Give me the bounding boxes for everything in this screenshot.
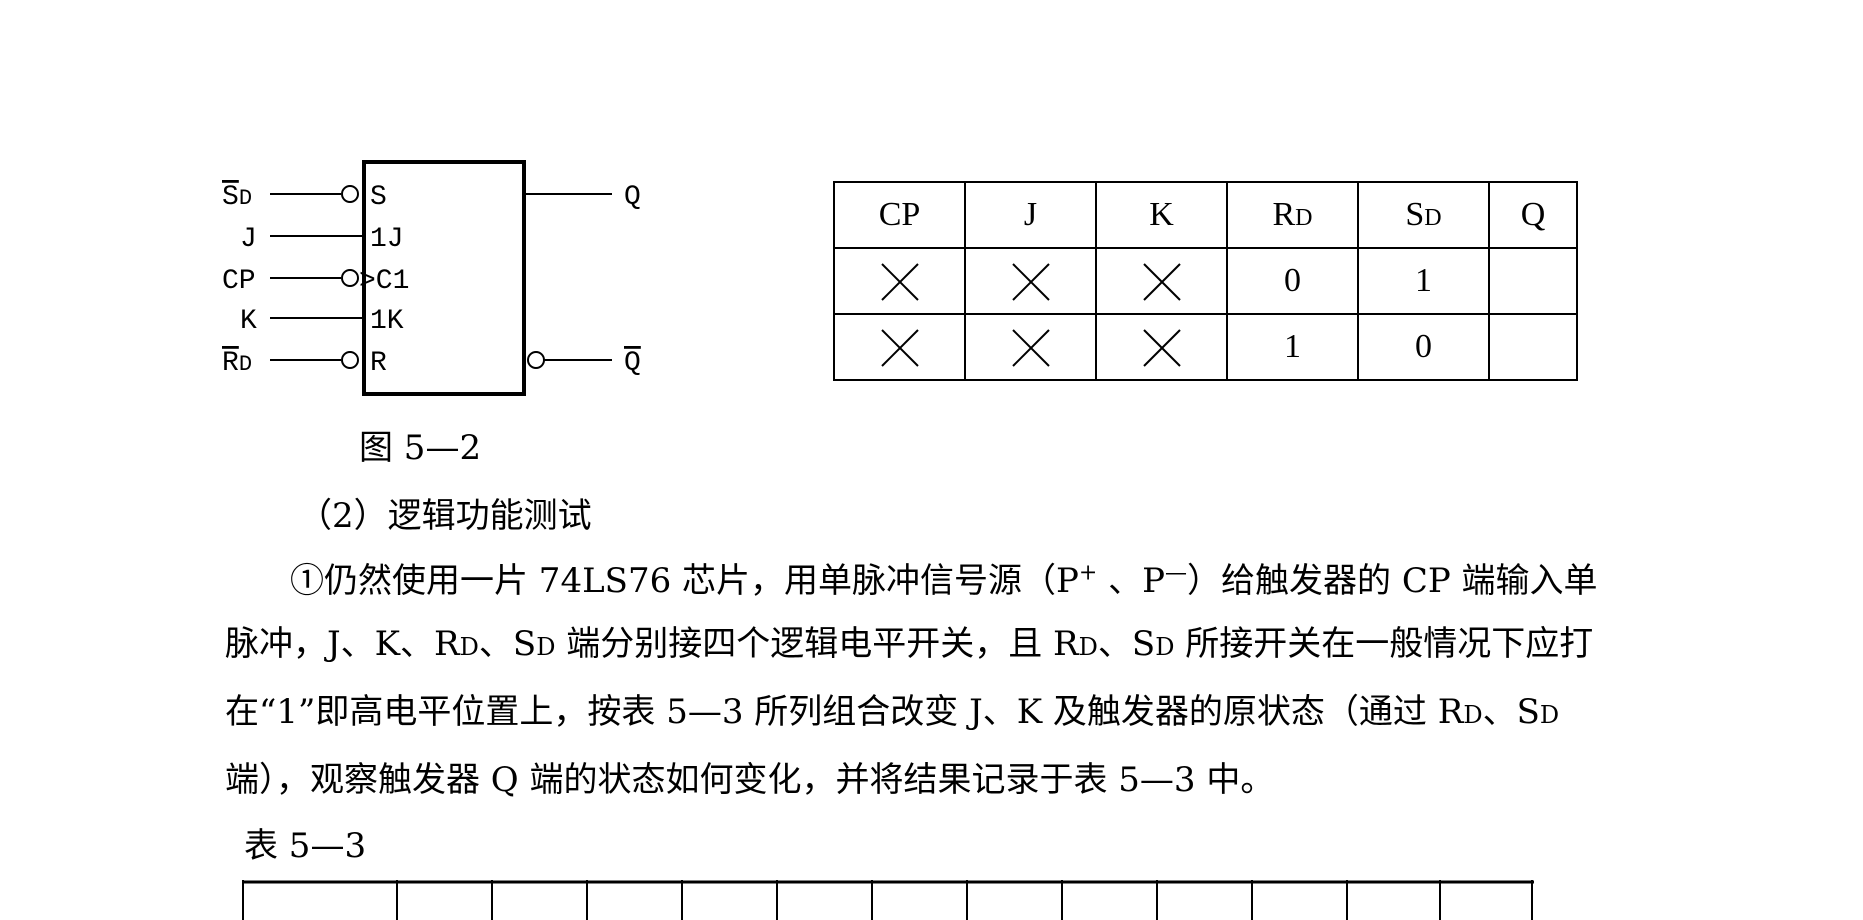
header-j: J xyxy=(964,181,1097,249)
r-pin-label: R xyxy=(370,348,387,379)
cell-k-dont-care xyxy=(1095,247,1228,315)
rd-inversion-bubble xyxy=(341,351,359,369)
cell-rd: 0 xyxy=(1226,247,1359,315)
paragraph-line-3: 在“1”即高电平位置上，按表 5—3 所列组合改变 J、K 及触发器的原状态（通… xyxy=(225,692,1560,732)
flip-flop-block xyxy=(362,160,526,396)
table-5-3-title: 表 5—3 xyxy=(244,826,367,866)
sd-input-label: SD xyxy=(222,182,252,213)
cp-inversion-bubble xyxy=(341,269,359,287)
x-mark-icon xyxy=(1011,262,1050,301)
x-mark-icon xyxy=(1142,262,1181,301)
x-mark-icon xyxy=(1011,328,1050,367)
s-pin-label: S xyxy=(370,182,387,213)
qbar-inversion-bubble xyxy=(527,351,545,369)
x-mark-icon xyxy=(1142,328,1181,367)
paragraph-line-2: 脉冲，J、K、RD、SD 端分别接四个逻辑电平开关，且 RD、SD 所接开关在一… xyxy=(225,624,1594,664)
paragraph-line-1: ①仍然使用一片 74LS76 芯片，用单脉冲信号源（P+ 、P—）给触发器的 C… xyxy=(290,560,1598,601)
jk-flip-flop-diagram: SD J CP K RD S 1J >C1 1K R Q Q xyxy=(222,160,641,396)
header-q: Q xyxy=(1488,181,1578,249)
figure-caption: 图 5—2 xyxy=(359,428,482,468)
cell-cp-dont-care xyxy=(833,247,966,315)
section-heading: （2）逻辑功能测试 xyxy=(298,496,592,536)
rd-input-label: RD xyxy=(222,348,252,379)
cell-sd: 0 xyxy=(1357,313,1490,381)
header-k: K xyxy=(1095,181,1228,249)
cp-input-label: CP xyxy=(222,266,256,297)
table-row: 0 1 xyxy=(833,247,1578,315)
cell-q-empty[interactable] xyxy=(1488,247,1578,315)
cell-sd: 1 xyxy=(1357,247,1490,315)
table-header-row: CP J K RD SD Q xyxy=(833,181,1578,249)
cell-rd: 1 xyxy=(1226,313,1359,381)
table-row: 1 0 xyxy=(833,313,1578,381)
header-sd: SD xyxy=(1357,181,1490,249)
k-input-label: K xyxy=(240,306,257,337)
qbar-output-label: Q xyxy=(624,348,641,379)
j-input-label: J xyxy=(240,224,257,255)
q-output-label: Q xyxy=(624,182,641,213)
table-5-3-grid xyxy=(242,880,1534,920)
header-rd: RD xyxy=(1226,181,1359,249)
x-mark-icon xyxy=(880,328,919,367)
cell-cp-dont-care xyxy=(833,313,966,381)
j-pin-label: 1J xyxy=(370,224,404,255)
paragraph-line-4: 端），观察触发器 Q 端的状态如何变化，并将结果记录于表 5—3 中。 xyxy=(225,760,1275,800)
sd-inversion-bubble xyxy=(341,185,359,203)
x-mark-icon xyxy=(880,262,919,301)
direct-set-reset-table: CP J K RD SD Q 0 1 1 0 xyxy=(833,181,1578,381)
cell-j-dont-care xyxy=(964,313,1097,381)
header-cp: CP xyxy=(833,181,966,249)
cell-k-dont-care xyxy=(1095,313,1228,381)
cell-q-empty[interactable] xyxy=(1488,313,1578,381)
cell-j-dont-care xyxy=(964,247,1097,315)
k-pin-label: 1K xyxy=(370,306,404,337)
clock-pin-label: >C1 xyxy=(359,266,409,297)
